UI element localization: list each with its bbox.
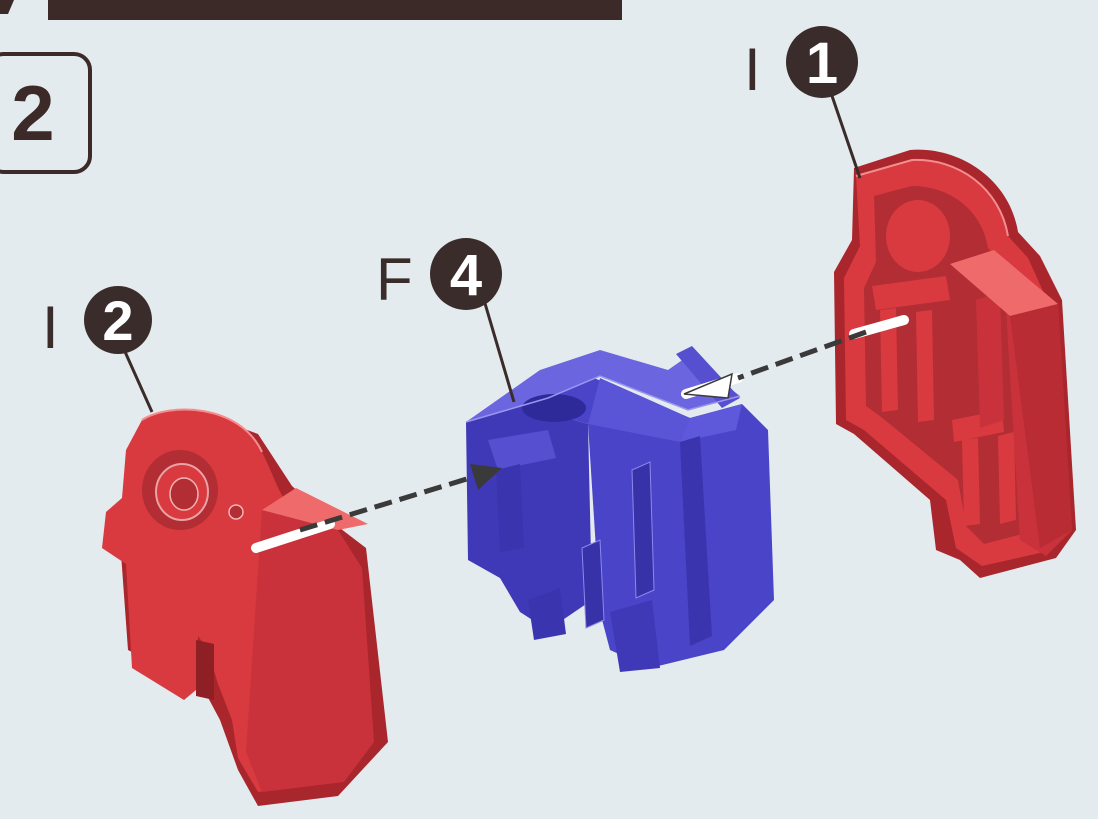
label-i2: I 2: [42, 286, 152, 361]
leader-i2: [122, 345, 152, 412]
leader-f4: [484, 300, 514, 402]
label-i1-sprue: I: [744, 36, 761, 103]
part-i1: [834, 150, 1076, 578]
label-i2-number: 2: [102, 289, 133, 352]
leader-i1: [830, 90, 860, 178]
step-number-box: 2: [0, 54, 90, 172]
label-i1-number: 1: [806, 31, 838, 96]
header-corner-mark: [0, 0, 14, 14]
label-f4: F 4: [376, 238, 502, 313]
part-i2: [102, 410, 388, 806]
header-bar: [48, 0, 622, 20]
arrow-i2-to-f4: [300, 470, 496, 530]
label-f4-sprue: F: [376, 246, 413, 313]
label-f4-number: 4: [450, 243, 482, 308]
step-number: 2: [11, 69, 54, 157]
label-i1: I 1: [744, 26, 858, 103]
label-i2-sprue: I: [42, 294, 59, 361]
